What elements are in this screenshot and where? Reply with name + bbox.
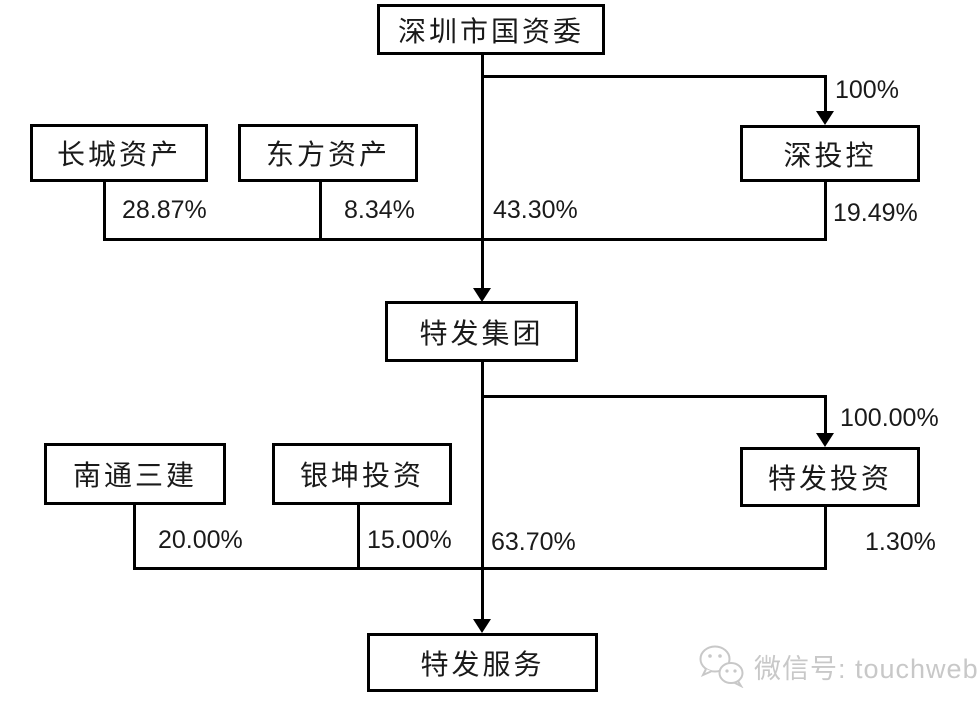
pct-sasac-to-shentoukong: 100%: [835, 76, 899, 104]
node-tefa-jituan: 特发集团: [385, 301, 578, 362]
node-label: 银坤投资: [299, 461, 424, 492]
edge-yinkun-down: [357, 505, 360, 570]
pct-dongfang-to-tefa-group: 8.34%: [344, 196, 415, 224]
pct-changcheng-to-tefa-group: 28.87%: [122, 196, 207, 224]
node-label: 长城资产: [56, 140, 181, 171]
edge-sasac-branch-right-horizontal: [481, 75, 827, 78]
watermark: 微信号: touchweb: [698, 644, 979, 689]
edge-dongfang-down: [319, 182, 322, 241]
edge-tefa-group-to-tefa-touzi-vertical: [824, 395, 827, 433]
node-shenzhen-sasac: 深圳市国资委: [377, 4, 605, 55]
node-label: 东方资产: [265, 140, 390, 171]
edge-nantong-down: [133, 505, 136, 570]
node-tefa-fuwu: 特发服务: [367, 633, 598, 692]
node-label: 深圳市国资委: [397, 16, 584, 48]
node-shentoukong: 深投控: [740, 125, 920, 182]
edge-sasac-to-shentoukong-vertical: [824, 75, 827, 112]
edge-tefa-group-to-tefa-fuwu-vertical: [481, 362, 484, 620]
node-label: 特发服务: [420, 649, 545, 681]
pct-nantong-to-tefa-fuwu: 20.00%: [158, 526, 243, 554]
edge-tier1-bus-horizontal: [103, 238, 827, 241]
pct-shentoukong-to-tefa-group: 19.49%: [833, 199, 918, 227]
arrowhead-into-tefa-touzi: [816, 433, 834, 447]
edge-sasac-to-tefa-group-vertical: [481, 55, 484, 289]
pct-sasac-to-tefa-group: 43.30%: [493, 196, 578, 224]
edge-tefa-group-branch-right-horizontal: [481, 395, 827, 398]
wechat-icon: [698, 644, 744, 689]
node-tefa-touzi: 特发投资: [740, 447, 920, 507]
pct-yinkun-to-tefa-fuwu: 15.00%: [367, 526, 452, 554]
node-changcheng-zichan: 长城资产: [30, 124, 208, 182]
watermark-text: 微信号: touchweb: [754, 653, 979, 684]
pct-tefa-touzi-to-tefa-fuwu: 1.30%: [865, 528, 936, 556]
node-dongfang-zichan: 东方资产: [238, 124, 418, 182]
node-nantong-sanjian: 南通三建: [44, 443, 226, 505]
arrowhead-into-tefa-group: [473, 288, 491, 302]
edge-tefa-touzi-down: [824, 507, 827, 570]
edge-shentoukong-down: [824, 182, 827, 241]
pct-tefa-group-to-tefa-fuwu: 63.70%: [491, 528, 576, 556]
pct-tefa-group-to-tefa-touzi: 100.00%: [840, 404, 939, 432]
node-label: 特发投资: [767, 464, 892, 495]
node-yinkun-touzi: 银坤投资: [272, 443, 452, 505]
arrowhead-into-tefa-fuwu: [473, 619, 491, 633]
node-label: 南通三建: [72, 461, 197, 492]
node-label: 特发集团: [419, 318, 544, 350]
edge-tier2-bus-horizontal: [133, 567, 827, 570]
node-label: 深投控: [783, 140, 877, 172]
edge-changcheng-down: [103, 182, 106, 241]
arrowhead-into-shentoukong: [816, 111, 834, 125]
